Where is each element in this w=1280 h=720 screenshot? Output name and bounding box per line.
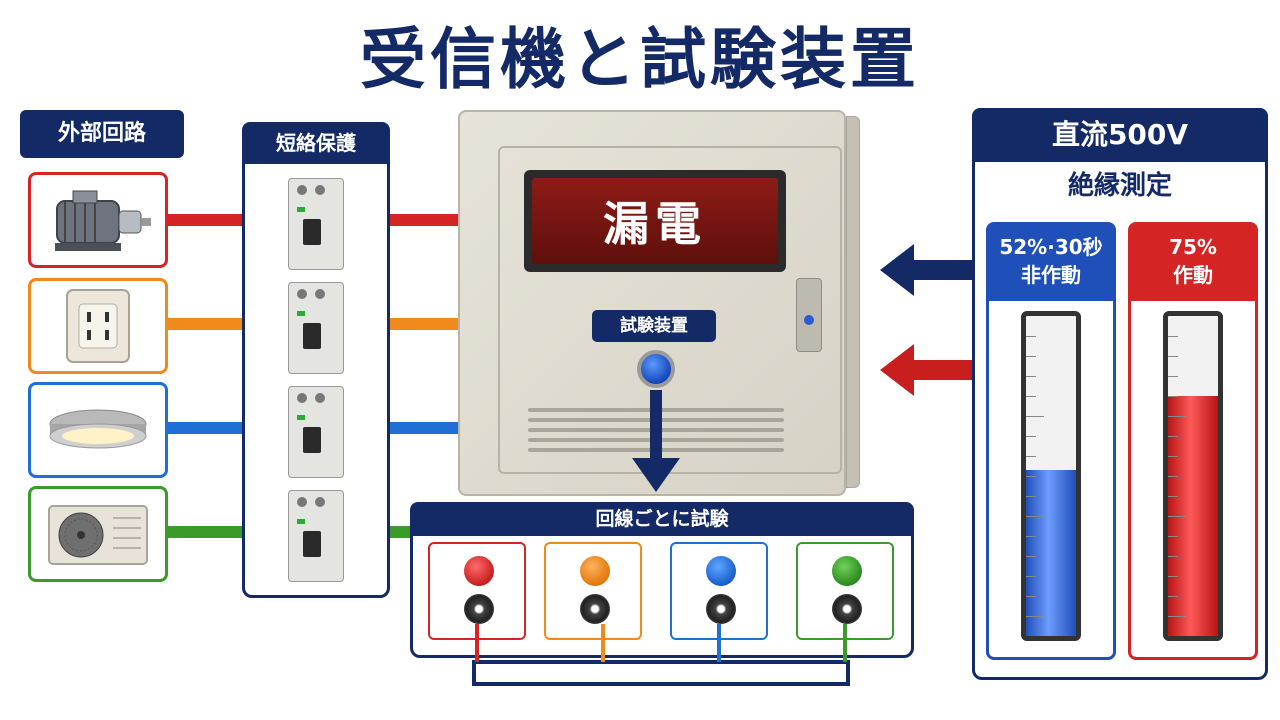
gauge-tick <box>1168 516 1186 517</box>
gauge-tick <box>1026 376 1036 377</box>
breaker-group-label: 短絡保護 <box>242 122 390 164</box>
panel-side <box>846 116 860 488</box>
gauge-non-operating-status: 非作動 <box>1021 263 1081 287</box>
down-arrow-shaft <box>650 390 662 460</box>
gauge-non-operating-fill <box>1026 469 1076 636</box>
circuit-test-cell-blue <box>670 542 768 640</box>
air-conditioner-icon <box>48 505 148 565</box>
gauge-tick <box>1168 576 1178 577</box>
per-circuit-test-header: 回線ごとに試験 <box>410 502 914 536</box>
gauge-tick <box>1168 416 1186 417</box>
gauge-operating-status: 作動 <box>1173 263 1213 287</box>
gauge-operating-header: 75% 作動 <box>1131 225 1255 301</box>
gauge-tick <box>1026 476 1036 477</box>
dc-voltage-header: 直流500V <box>972 108 1268 162</box>
down-arrow-head <box>632 458 680 492</box>
door-handle[interactable] <box>796 278 822 352</box>
outlet-icon <box>66 289 130 363</box>
insulation-measurement-label: 絶縁測定 <box>1067 171 1172 201</box>
gauge-non-operating: 52%·30秒 非作動 <box>986 222 1116 660</box>
gauge-tick <box>1026 356 1036 357</box>
gauge-tick <box>1168 556 1178 557</box>
gauge-tick <box>1026 456 1036 457</box>
test-switch-knob[interactable] <box>464 594 494 624</box>
gauge-tick <box>1026 596 1036 597</box>
gauge-non-operating-header: 52%·30秒 非作動 <box>989 225 1113 301</box>
gauge-tick <box>1168 336 1178 337</box>
gauge-operating: 75% 作動 <box>1128 222 1258 660</box>
gauge-tick <box>1026 336 1036 337</box>
gauge-operating-value: 75% <box>1169 235 1217 259</box>
leak-display-text: 漏電 <box>532 178 778 264</box>
gauge-tick <box>1026 416 1044 417</box>
gauge-tick <box>1026 516 1044 517</box>
test-switch-knob[interactable] <box>580 594 610 624</box>
gauge-tick <box>1168 596 1178 597</box>
air-conditioner-device-box <box>28 486 168 582</box>
gauge-tick <box>1026 496 1036 497</box>
motor-icon <box>55 190 151 251</box>
gauge-tick <box>1168 496 1178 497</box>
gauge-tick <box>1168 456 1178 457</box>
test-switch-knob[interactable] <box>832 594 862 624</box>
outlet-device-box <box>28 278 168 374</box>
gauge-tick <box>1168 536 1178 537</box>
circuit-breaker-1[interactable] <box>288 178 344 270</box>
circuit-breaker-4[interactable] <box>288 490 344 582</box>
test-button[interactable] <box>637 350 675 388</box>
gauge-tick <box>1168 476 1178 477</box>
orange-indicator-lamp <box>580 556 610 586</box>
gauge-tick <box>1168 376 1178 377</box>
page-title: 受信機と試験装置 <box>360 21 920 98</box>
circuit-breaker-2[interactable] <box>288 282 344 374</box>
test-switch-knob[interactable] <box>706 594 736 624</box>
gauge-non-operating-tube <box>1021 311 1081 641</box>
gauge-tick <box>1026 536 1036 537</box>
ceiling-light-device-box <box>28 382 168 478</box>
gauge-tick <box>1168 356 1178 357</box>
ceiling-light-icon <box>49 409 147 449</box>
red-indicator-lamp <box>464 556 494 586</box>
gauge-tick <box>1168 616 1186 617</box>
gauge-tick <box>1026 436 1036 437</box>
gauge-tick <box>1026 616 1044 617</box>
leak-display: 漏電 <box>524 170 786 272</box>
green-indicator-lamp <box>832 556 862 586</box>
test-cables <box>472 624 850 686</box>
gauge-tick <box>1026 396 1036 397</box>
gauge-tick <box>1026 556 1036 557</box>
circuit-breaker-3[interactable] <box>288 386 344 478</box>
gauge-tick <box>1026 576 1036 577</box>
external-circuit-label: 外部回路 <box>20 110 184 158</box>
gauge-non-operating-value: 52%·30秒 <box>999 235 1103 259</box>
test-device-label: 試験装置 <box>592 310 716 342</box>
circuit-test-cell-green <box>796 542 894 640</box>
gauge-tick <box>1168 436 1178 437</box>
blue-indicator-lamp <box>706 556 736 586</box>
circuit-test-cell-orange <box>544 542 642 640</box>
gauge-operating-tube <box>1163 311 1223 641</box>
gauge-tick <box>1168 396 1178 397</box>
motor-device-box <box>28 172 168 268</box>
